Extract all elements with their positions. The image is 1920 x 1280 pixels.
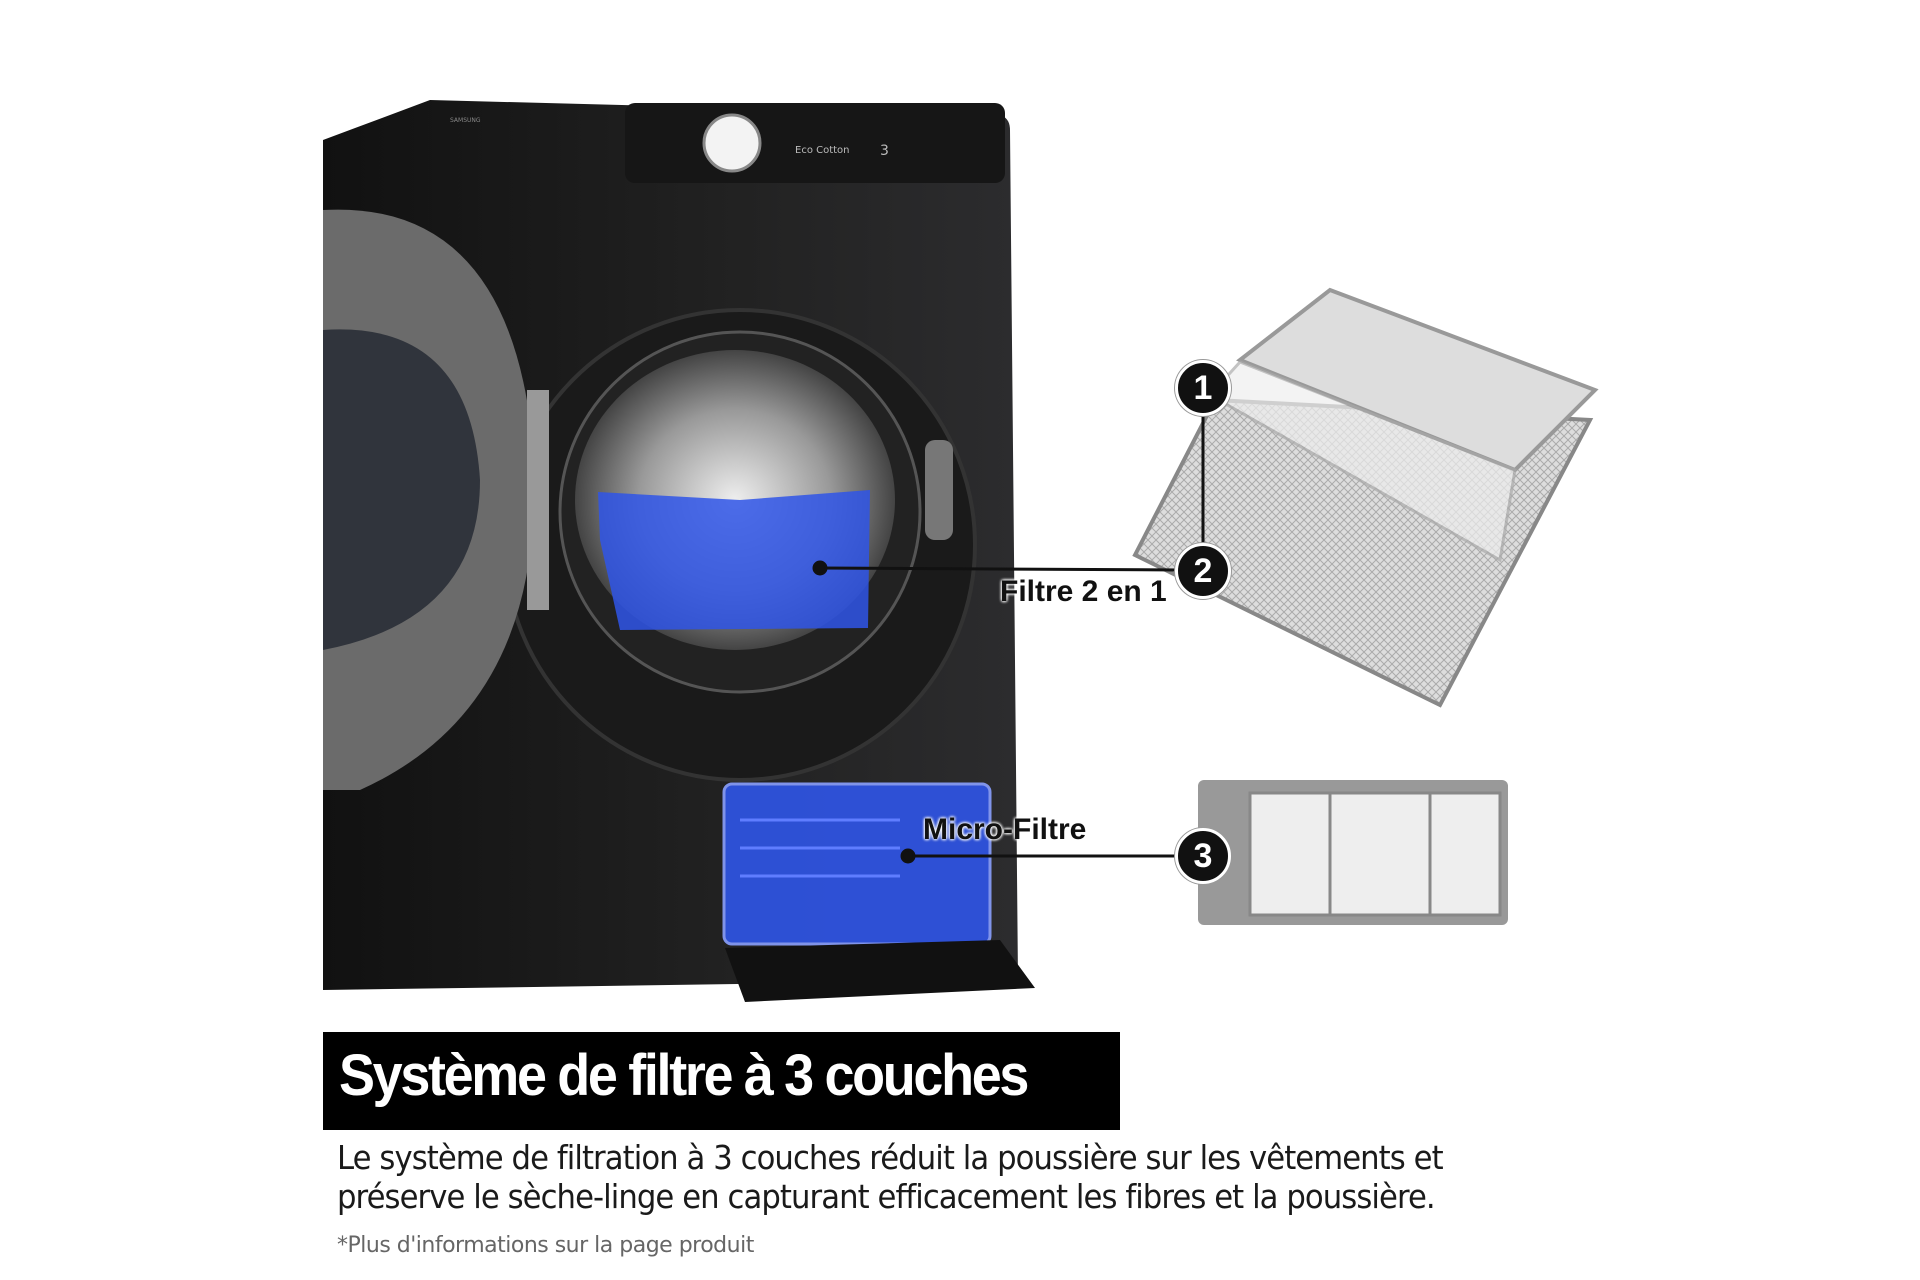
program-label: Eco Cotton: [795, 145, 850, 156]
display-readout: 3: [880, 143, 889, 159]
two-in-one-filter-image: [1132, 287, 1599, 708]
micro-filter-image: [1198, 780, 1508, 925]
footnote: *Plus d'informations sur la page produit: [337, 1233, 754, 1258]
description: Le système de filtration à 3 couches réd…: [337, 1138, 1444, 1216]
micro-filter-highlight: [722, 782, 992, 946]
callout-badge-2: 2: [1175, 543, 1231, 599]
callout-label-filter-2-in-1: Filtre 2 en 1: [1000, 575, 1167, 608]
callout-badge-3: 3: [1175, 828, 1231, 884]
callout-badge-1: 1: [1175, 360, 1231, 416]
callout-label-micro-filter: Micro-Filtre: [923, 813, 1087, 846]
callout-lines: [812, 395, 1205, 864]
dryer-image: Eco Cotton 3 SAMSUNG: [323, 100, 1035, 1002]
heading-banner: Système de filtre à 3 couches: [323, 1032, 1120, 1130]
brand-logo: SAMSUNG: [450, 117, 481, 124]
lint-filter-highlight: [598, 490, 870, 630]
heading: Système de filtre à 3 couches: [339, 1043, 1029, 1108]
